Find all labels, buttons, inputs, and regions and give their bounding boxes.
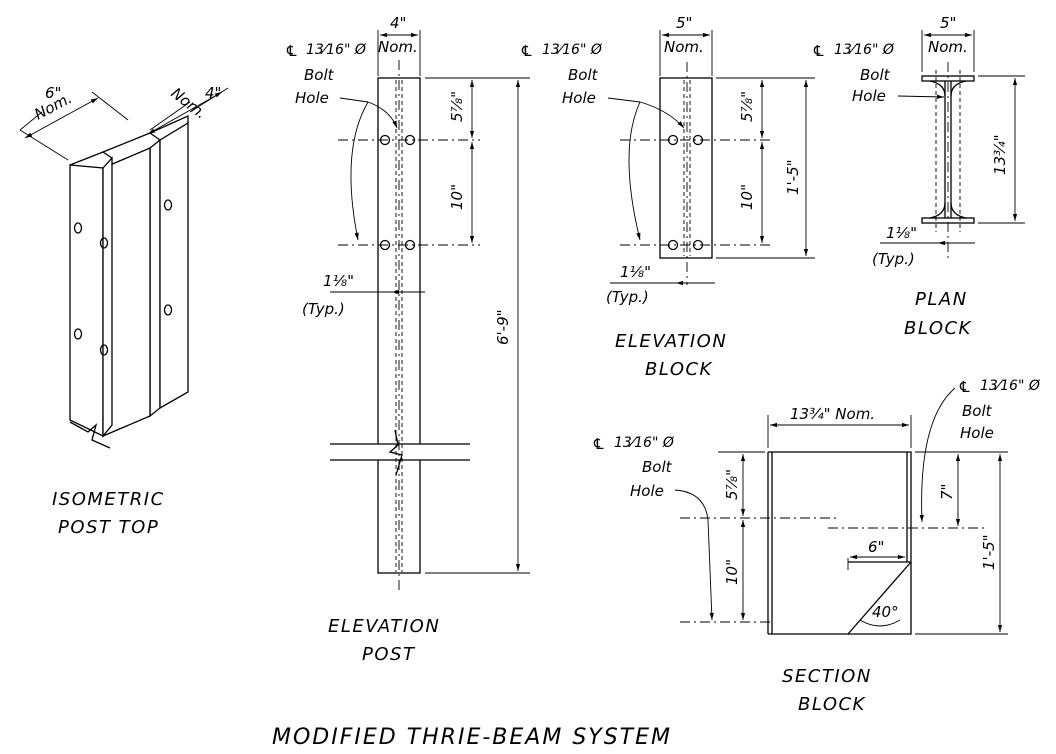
pb-width-nom: Nom. <box>928 38 968 56</box>
pb-cl-symbol: ℄ <box>812 42 825 60</box>
eb-spacing-dim: 10" <box>738 184 756 210</box>
eb-width-dim: 5" <box>676 14 692 32</box>
iso-depth-dim: 4" <box>205 84 221 102</box>
eb-bolt-line2: Bolt <box>568 66 599 84</box>
ep-cl-symbol: ℄ <box>285 42 298 60</box>
sb-bolt-line3: Hole <box>960 424 994 442</box>
iso-title-line1: ISOMETRIC <box>52 489 165 510</box>
elevation-block-view: 5" Nom. 5⅞" 10" 1'-5" 1⅛" (Typ.) ℄ 13⁄16… <box>520 14 815 380</box>
pb-width-dim: 5" <box>940 14 956 32</box>
ep-title-line2: POST <box>362 644 416 665</box>
eb-typ: (Typ.) <box>606 288 649 306</box>
sb-height-dim: 1'-5" <box>980 534 998 570</box>
pb-typ: (Typ.) <box>872 250 915 268</box>
ep-spacing-dim: 10" <box>448 184 466 210</box>
section-block-view: 13¾" Nom. 5⅞" 10" 7" 1'-5" 6" 40° ℄ 13⁄1… <box>592 378 1041 715</box>
sb-angle-dim: 40° <box>872 603 899 621</box>
sb-bolt-size: 13⁄16" Ø <box>980 378 1041 394</box>
ep-bolt-line3: Hole <box>295 89 329 107</box>
sb-left-bolt-line3: Hole <box>630 482 664 500</box>
ep-width-dim: 4" <box>390 14 406 32</box>
sb-spacing-left-dim: 10" <box>723 559 741 585</box>
eb-gauge-dim: 1⅛" <box>620 263 651 281</box>
sb-bolt-line2: Bolt <box>962 402 993 420</box>
iso-depth-nom: Nom. <box>168 84 210 123</box>
eb-bolt-size: 13⁄16" Ø <box>542 42 603 58</box>
sb-title-line2: BLOCK <box>798 694 866 715</box>
iso-flange-dim: 6" <box>45 84 61 102</box>
eb-top-dim: 5⅞" <box>738 91 756 122</box>
ep-top-dim: 5⅞" <box>448 91 466 122</box>
eb-height-dim: 1'-5" <box>784 159 802 195</box>
sb-top-left-dim: 5⅞" <box>723 469 741 500</box>
ep-typ: (Typ.) <box>302 300 345 318</box>
sb-cut-dim: 6" <box>868 538 884 556</box>
ep-gauge-dim: 1⅛" <box>323 272 354 290</box>
isometric-post-top-view: 6" Nom. 4" Nom. ISOMETRIC POST TOP <box>19 84 229 538</box>
sb-top-right-dim: 7" <box>938 484 956 500</box>
iso-title-line2: POST TOP <box>58 517 159 538</box>
pb-bolt-line2: Bolt <box>860 66 891 84</box>
ep-height-dim: 6'-9" <box>494 309 512 345</box>
pb-gauge-dim: 1⅛" <box>886 224 917 242</box>
ep-bolt-size: 13⁄16" Ø <box>306 42 367 58</box>
sb-title-line1: SECTION <box>782 666 872 687</box>
eb-title-line1: ELEVATION <box>615 331 727 352</box>
ep-title-line1: ELEVATION <box>328 616 440 637</box>
sb-depth-dim: 13¾" Nom. <box>790 405 875 423</box>
plan-block-view: 5" Nom. 13¾" 1⅛" (Typ.) ℄ 13⁄16" Ø Bolt … <box>812 14 1025 339</box>
ep-bolt-line2: Bolt <box>304 66 335 84</box>
elevation-post-view: 4" Nom. 5⅞" 10" 6'-9" 1⅛" (Typ.) ℄ 13⁄16… <box>285 14 530 665</box>
eb-cl-symbol: ℄ <box>520 42 533 60</box>
pb-bolt-size: 13⁄16" Ø <box>834 42 895 58</box>
drawing-main-title: MODIFIED THRIE-BEAM SYSTEM <box>272 725 672 750</box>
eb-title-line2: BLOCK <box>645 359 713 380</box>
pb-bolt-line3: Hole <box>852 87 886 105</box>
pb-depth-dim: 13¾" <box>991 134 1009 175</box>
sb-cl-symbol: ℄ <box>958 378 971 396</box>
pb-title-line1: PLAN <box>915 289 968 310</box>
ep-width-nom: Nom. <box>378 38 418 56</box>
eb-bolt-line3: Hole <box>562 89 596 107</box>
sb-left-bolt-size: 13⁄16" Ø <box>614 435 675 451</box>
pb-title-line2: BLOCK <box>904 318 972 339</box>
sb-left-cl-symbol: ℄ <box>592 435 605 453</box>
sb-left-bolt-line2: Bolt <box>642 458 673 476</box>
eb-width-nom: Nom. <box>664 38 704 56</box>
